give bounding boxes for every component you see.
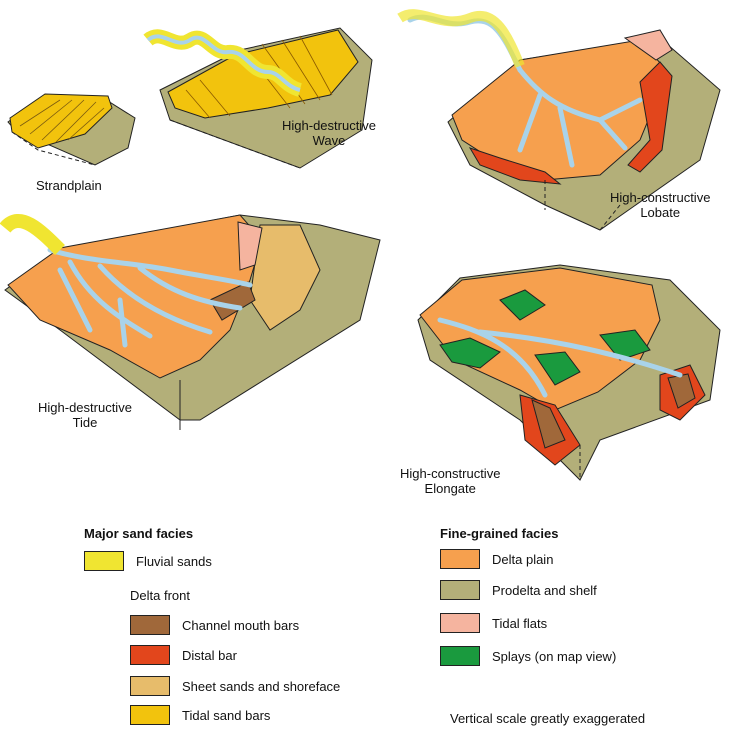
elongate-channels [437, 317, 683, 398]
legend-delta-front-title: Delta front [130, 588, 190, 603]
lobate-distal-bar-right [627, 61, 673, 173]
label-lobate: High-constructive Lobate [610, 190, 710, 220]
legend-sheet-label: Sheet sands and shoreface [182, 678, 341, 694]
wave-delta-block [143, 27, 373, 169]
legend-sheet: Sheet sands and shoreface [130, 675, 340, 697]
legend-channel-mouth-label: Channel mouth bars [182, 617, 300, 633]
legend-distal-label: Distal bar [182, 647, 237, 663]
tide-tidal-sand-bars [209, 281, 256, 321]
legend-major-title: Major sand facies [84, 526, 194, 541]
legend-tidal-bars-label: Tidal sand bars [182, 707, 271, 723]
wave-channel-water [146, 34, 301, 92]
legend-tidal-flats-label: Tidal flats [492, 615, 548, 631]
legend-delta-plain-label: Delta plain [492, 551, 554, 567]
swatch-prodelta [440, 580, 480, 600]
strandplain-sand-ridges [9, 93, 113, 149]
label-lobate-line2: Lobate [640, 205, 681, 220]
label-elongate: High-constructive Elongate [400, 466, 500, 496]
legend-fluvial: Fluvial sands [84, 550, 212, 572]
tide-tidal-flats [237, 221, 263, 271]
tide-delta-block [0, 214, 381, 430]
lobate-tidal-flat [623, 29, 673, 61]
swatch-tidal-flats [440, 613, 480, 633]
legend-tidal-bars: Tidal sand bars [130, 704, 270, 726]
wave-front-edge [169, 119, 301, 169]
label-strandplain: Strandplain [36, 178, 102, 193]
swatch-fluvial [84, 551, 124, 571]
legend-prodelta: Prodelta and shelf [440, 579, 597, 601]
lobate-fluvial-sands [397, 9, 525, 68]
strandplain-front [11, 131, 96, 166]
legend-splays-label: Splays (on map view) [492, 648, 617, 664]
label-lobate-line1: High-constructive [610, 190, 711, 205]
legend-fluvial-label: Fluvial sands [136, 553, 212, 569]
label-wave-line1: High-destructive [282, 118, 376, 133]
swatch-splays [440, 646, 480, 666]
elongate-delta-block [417, 264, 721, 481]
lobate-distal-bar-front [468, 147, 562, 185]
strandplain-ridge-lines [19, 99, 105, 143]
elongate-splays [439, 289, 651, 386]
tide-channels [47, 247, 253, 348]
label-wave-line2: Wave [312, 133, 346, 148]
scale-note: Vertical scale greatly exaggerated [450, 711, 646, 726]
legend-fine-title: Fine-grained facies [440, 526, 559, 541]
label-tide-line2: Tide [72, 415, 98, 430]
swatch-delta-plain [440, 549, 480, 569]
swatch-tidal-bars [130, 705, 170, 725]
legend-delta-plain: Delta plain [440, 548, 553, 570]
legend-splays: Splays (on map view) [440, 645, 616, 667]
label-tide: High-destructive Tide [38, 400, 132, 430]
label-wave: High-destructive Wave [282, 118, 376, 148]
label-tide-line1: High-destructive [38, 400, 132, 415]
lobate-delta-block [397, 9, 721, 231]
tide-fluvial-sands [0, 214, 65, 255]
label-elongate-line2: Elongate [424, 481, 476, 496]
label-elongate-line1: High-constructive [400, 466, 501, 481]
swatch-distal [130, 645, 170, 665]
swatch-sheet [130, 676, 170, 696]
lobate-front-edge [544, 180, 621, 231]
elongate-mouth-bar-front [531, 399, 566, 449]
legend-prodelta-label: Prodelta and shelf [492, 582, 597, 598]
legend-tidal-flats: Tidal flats [440, 612, 547, 634]
legend-distal: Distal bar [130, 644, 237, 666]
swatch-channel-mouth [130, 615, 170, 635]
strandplain-block [7, 93, 136, 166]
legend-channel-mouth: Channel mouth bars [130, 614, 299, 636]
